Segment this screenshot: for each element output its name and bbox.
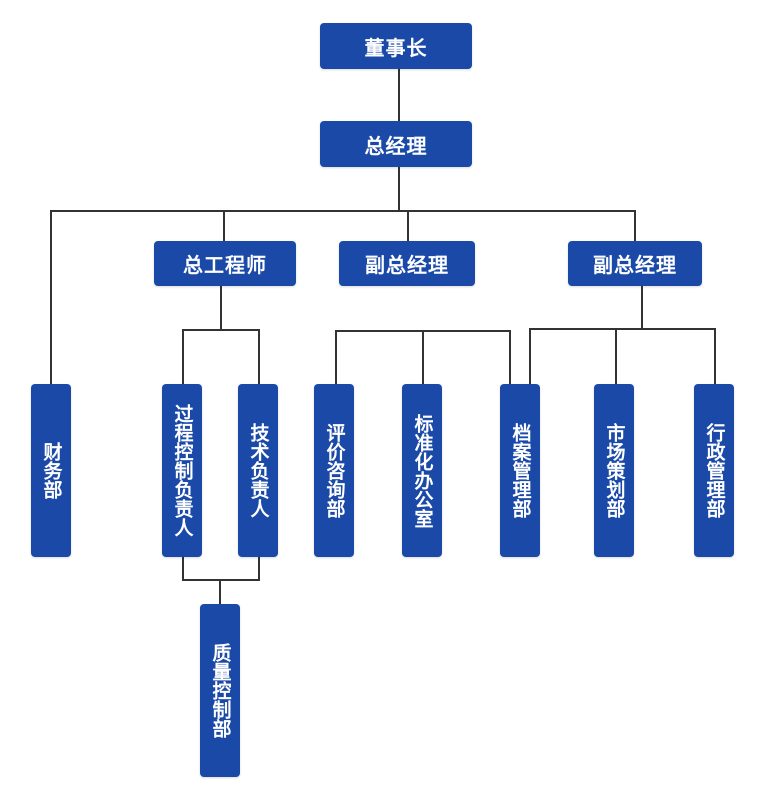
node-process-control-lead: 过程控制负责人: [162, 384, 202, 557]
node-standardization-office: 标准化办公室: [402, 384, 442, 557]
node-evaluation-consulting-dept: 评价咨询部: [314, 384, 354, 557]
node-archives-dept: 档案管理部: [500, 384, 540, 557]
node-administration-dept: 行政管理部: [694, 384, 734, 557]
node-technical-lead: 技术负责人: [238, 384, 278, 557]
node-deputy-gm-2: 副总经理: [568, 241, 702, 286]
node-chief-engineer: 总工程师: [154, 241, 296, 286]
node-chairman: 董事长: [320, 23, 472, 69]
node-general-manager: 总经理: [320, 121, 472, 167]
node-finance-dept: 财务部: [31, 384, 71, 557]
node-quality-control-dept: 质量控制部: [200, 604, 240, 777]
node-marketing-planning-dept: 市场策划部: [594, 384, 634, 557]
node-deputy-gm-1: 副总经理: [339, 241, 475, 286]
